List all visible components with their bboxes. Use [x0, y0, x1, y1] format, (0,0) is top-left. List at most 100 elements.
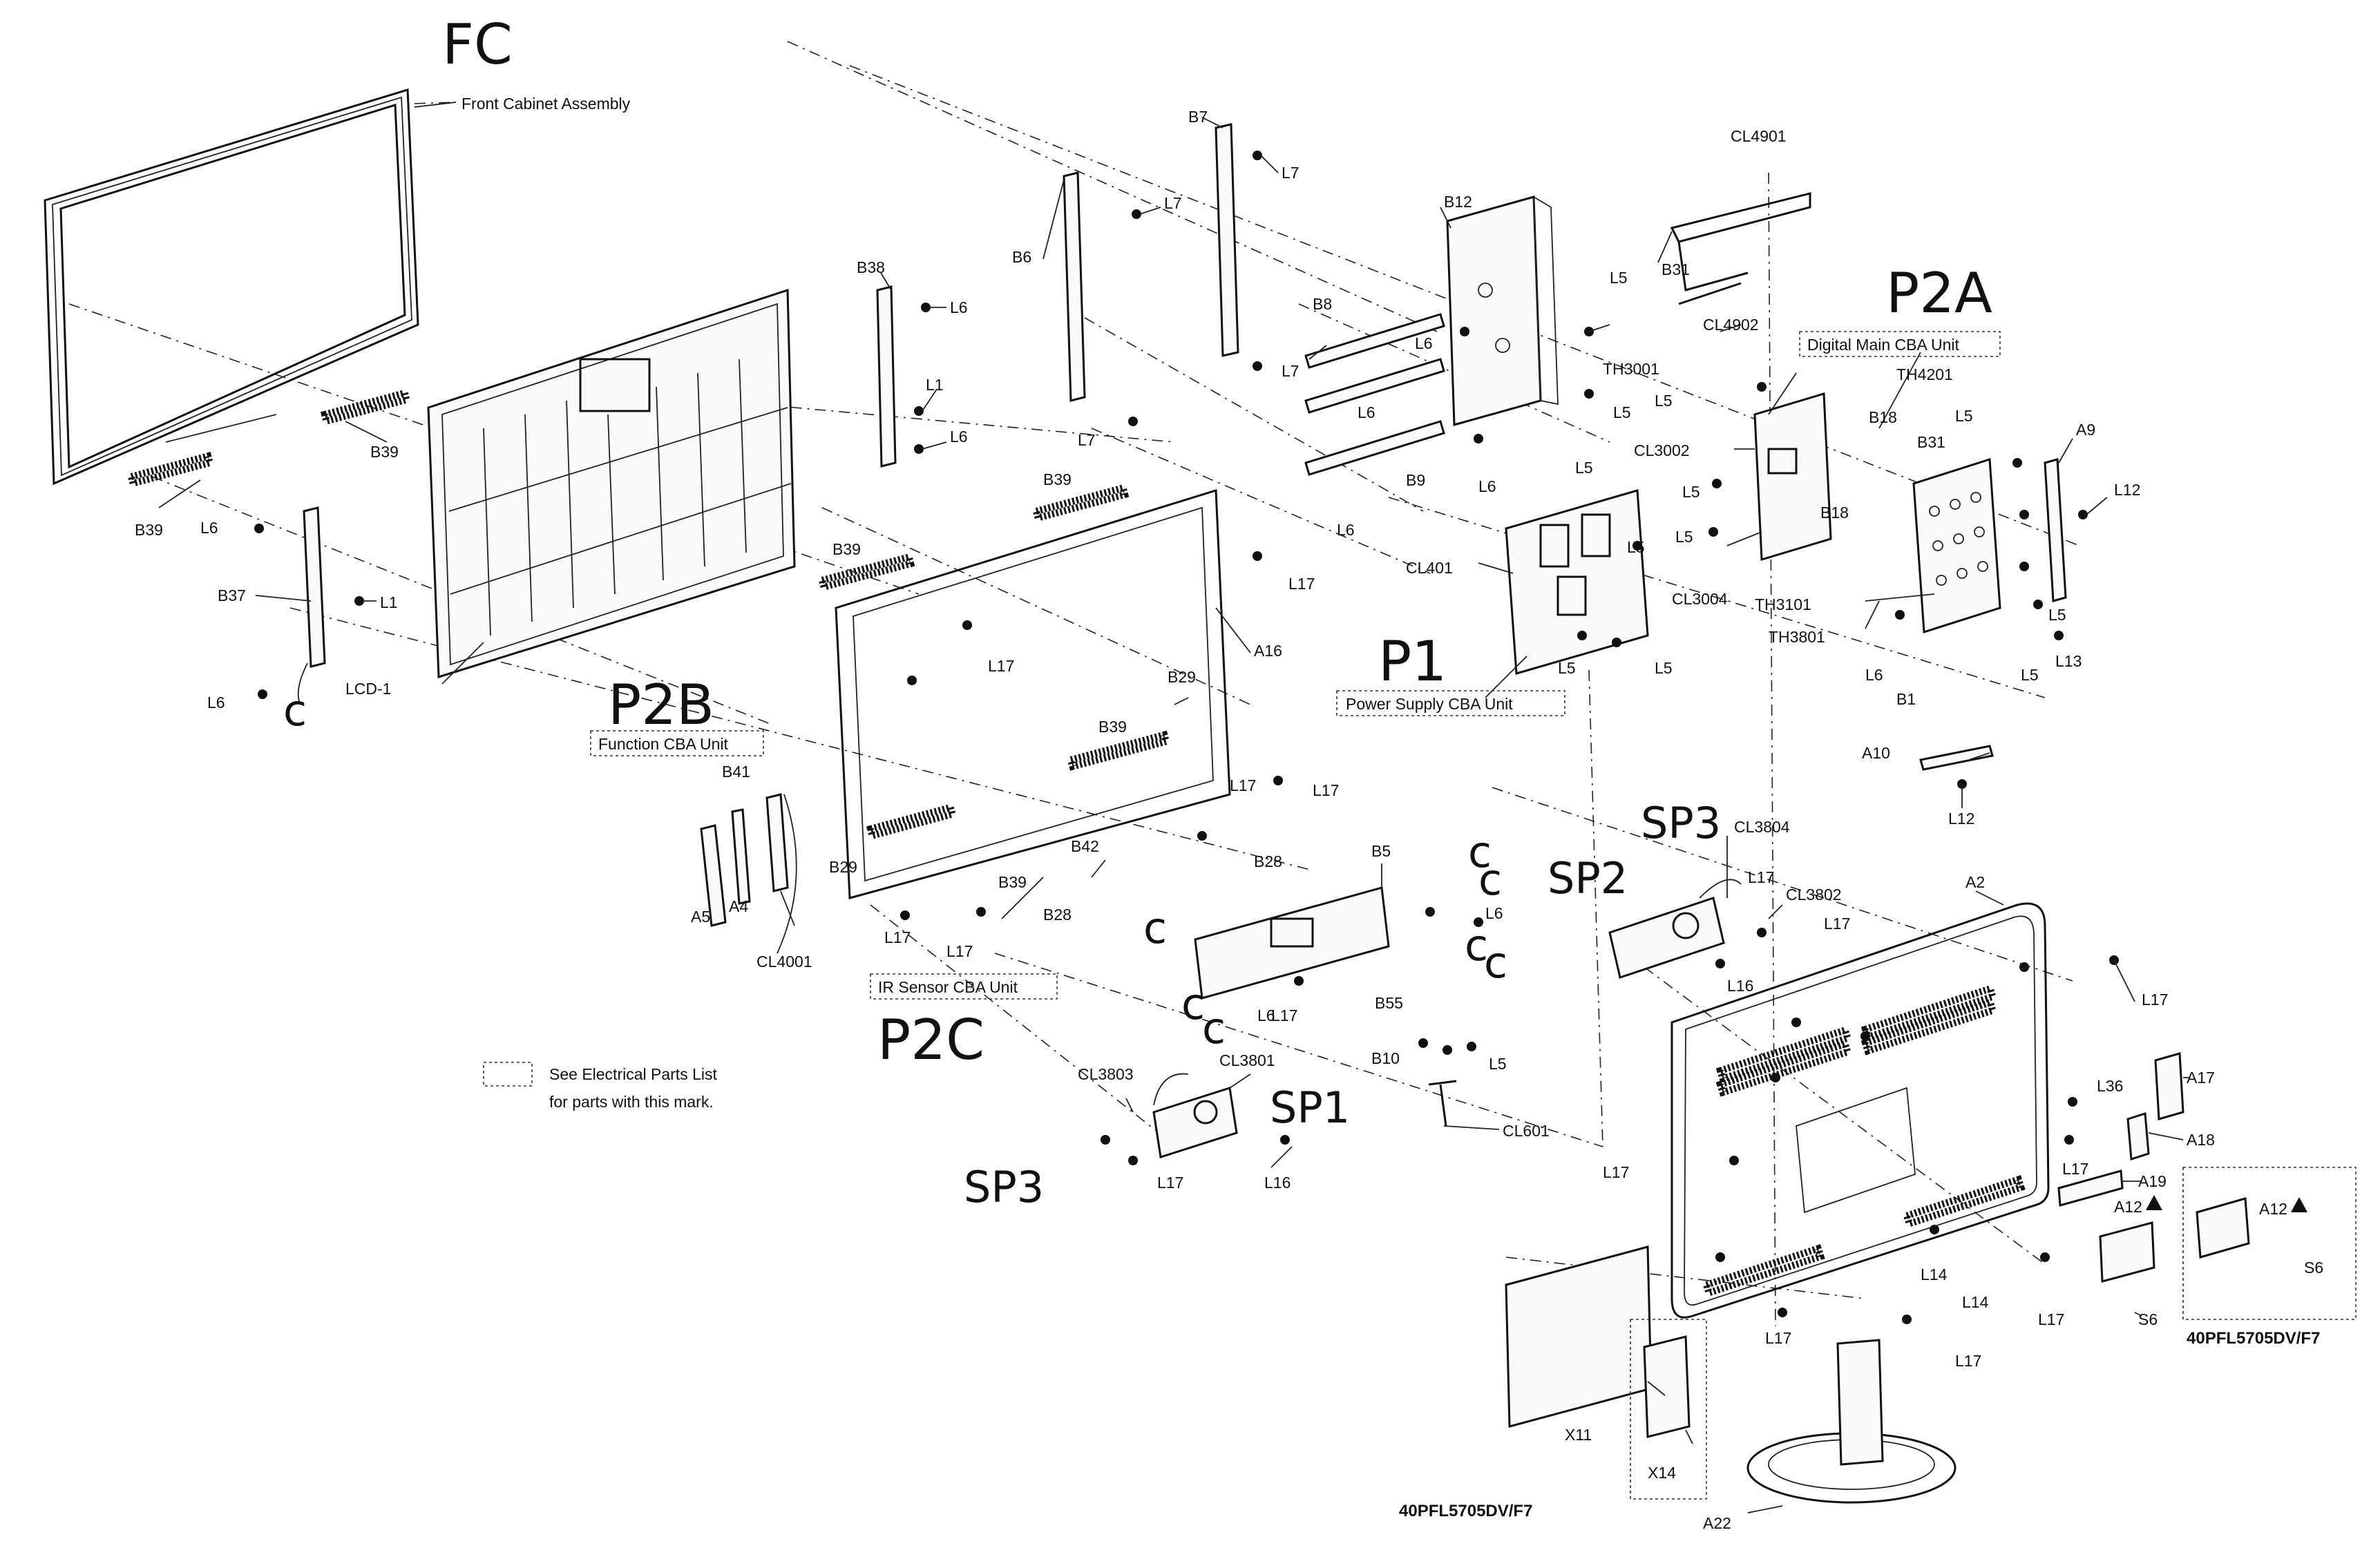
lcd-panel [427, 288, 796, 679]
part-label: L6 [1358, 403, 1375, 421]
part-label: L17 [2142, 991, 2168, 1009]
part-label: L17 [1157, 1174, 1183, 1192]
part-label: L12 [2114, 481, 2140, 499]
callout-box-ir-sensor [870, 973, 1058, 1000]
handwritten-sp1: SP1 [1270, 1082, 1350, 1133]
part-labels: B39 B39 L6 B37 L1 L6 LCD-1 B38 L6 L1 L6 … [135, 108, 2323, 1532]
stand-a22 [1746, 1339, 1957, 1504]
speaker-sp2 [1608, 879, 1742, 979]
part-label: L17 [1748, 868, 1774, 886]
part-label: B39 [832, 540, 861, 558]
part-label: A22 [1703, 1514, 1731, 1532]
callout-digital-main: Digital Main CBA Unit [1807, 336, 1959, 354]
rail-b8 [1304, 313, 1445, 414]
part-label: A18 [2187, 1131, 2215, 1149]
part-label: CL3801 [1219, 1051, 1275, 1069]
part-label: L17 [1824, 915, 1850, 933]
part-label: A12 [2114, 1198, 2142, 1216]
rear-cabinet-a2 [1670, 902, 2050, 1319]
callout-box-function-cba [590, 730, 764, 756]
manual-x11 [1505, 1245, 1653, 1428]
handwritten-sp3-bottom: SP3 [964, 1162, 1044, 1212]
model-label-right: 40PFL5705DV/F7 [2187, 1329, 2320, 1348]
part-label: CL4901 [1731, 127, 1787, 145]
leader-lines [158, 102, 2190, 1513]
part-label: L6 [1478, 477, 1496, 495]
part-label: A10 [1862, 744, 1890, 762]
part-label: B39 [135, 521, 163, 539]
part-label: L6 [200, 519, 218, 537]
handwritten-c-mark: c [1478, 854, 1502, 905]
part-label: L7 [1282, 164, 1300, 182]
part-label: L5 [2048, 606, 2066, 624]
part-label: A5 [691, 908, 710, 926]
part-label: L6 [207, 694, 225, 711]
handwritten-c-mark: c [1181, 979, 1205, 1029]
part-label: L5 [1558, 659, 1576, 677]
legend-line-2: for parts with this mark. [549, 1093, 714, 1111]
part-label: B10 [1371, 1049, 1400, 1067]
part-label: L5 [1575, 459, 1593, 477]
part-label: L17 [1230, 776, 1256, 794]
part-label: A19 [2138, 1172, 2167, 1190]
part-label: B38 [857, 258, 885, 276]
handwritten-sp3-top: SP3 [1641, 798, 1721, 848]
part-label: CL401 [1406, 559, 1453, 577]
part-label: X11 [1565, 1426, 1592, 1444]
part-label: LCD-1 [345, 680, 391, 698]
part-label: CL4001 [756, 953, 812, 971]
part-label: L14 [1962, 1293, 1989, 1311]
part-label: B18 [1869, 408, 1897, 426]
part-label: L6 [1337, 521, 1355, 539]
bottom-bracket-b5 [1194, 886, 1390, 1000]
handwritten-sp2: SP2 [1548, 853, 1628, 904]
part-label: L5 [2021, 666, 2039, 684]
part-label: B12 [1444, 193, 1472, 211]
screw-markers [254, 151, 2119, 1324]
part-label: L6 [1485, 904, 1503, 922]
part-label: B8 [1313, 295, 1332, 313]
part-label: L17 [1313, 781, 1339, 799]
part-label: A9 [2076, 421, 2095, 439]
part-label: B7 [1188, 108, 1208, 126]
part-label: TH3801 [1769, 628, 1825, 646]
part-label: L5 [1655, 392, 1673, 410]
bracket-b7 [1215, 123, 1239, 357]
part-label: B41 [722, 763, 750, 781]
part-label: B1 [1896, 690, 1916, 708]
handwritten-p2c: P2C [877, 1008, 984, 1072]
handwritten-p1: P1 [1378, 629, 1447, 694]
part-label: L17 [884, 928, 911, 946]
part-label: B37 [218, 586, 246, 604]
part-label: L14 [1921, 1265, 1948, 1283]
model-label-bottom: 40PFL5705DV/F7 [1399, 1502, 1532, 1520]
callout-power-supply: Power Supply CBA Unit [1346, 695, 1513, 713]
part-label: CL3802 [1786, 886, 1842, 904]
part-label: L16 [1264, 1174, 1291, 1192]
strip-a10 [1919, 745, 1994, 771]
part-label: CL3804 [1734, 818, 1790, 836]
part-label: L5 [1655, 659, 1673, 677]
part-label: CL3803 [1078, 1065, 1134, 1083]
handwritten-fc: FC [442, 12, 513, 77]
part-label: L16 [1727, 977, 1753, 995]
part-label: L5 [1627, 538, 1645, 556]
part-label: TH4201 [1896, 365, 1953, 383]
warning-triangle-icon [2146, 1195, 2162, 1210]
part-label: L7 [1282, 362, 1300, 380]
handwritten-c-mark: c [1465, 920, 1488, 971]
bracket-b38 [876, 285, 897, 468]
terminal-bracket-b1 [1912, 457, 2001, 634]
callout-function-cba: Function CBA Unit [598, 735, 729, 753]
part-label: L7 [1078, 431, 1096, 449]
shield-b12 [1446, 195, 1559, 426]
callout-box-digital-main [1799, 331, 2001, 357]
warning-triangle-icon [2291, 1197, 2307, 1212]
part-label: L6 [950, 428, 968, 446]
part-label: L5 [1489, 1055, 1507, 1073]
part-label: B31 [1917, 433, 1945, 451]
part-label: B28 [1043, 906, 1072, 924]
speaker-sp1 [1152, 1073, 1238, 1158]
part-label: L7 [1164, 194, 1182, 212]
